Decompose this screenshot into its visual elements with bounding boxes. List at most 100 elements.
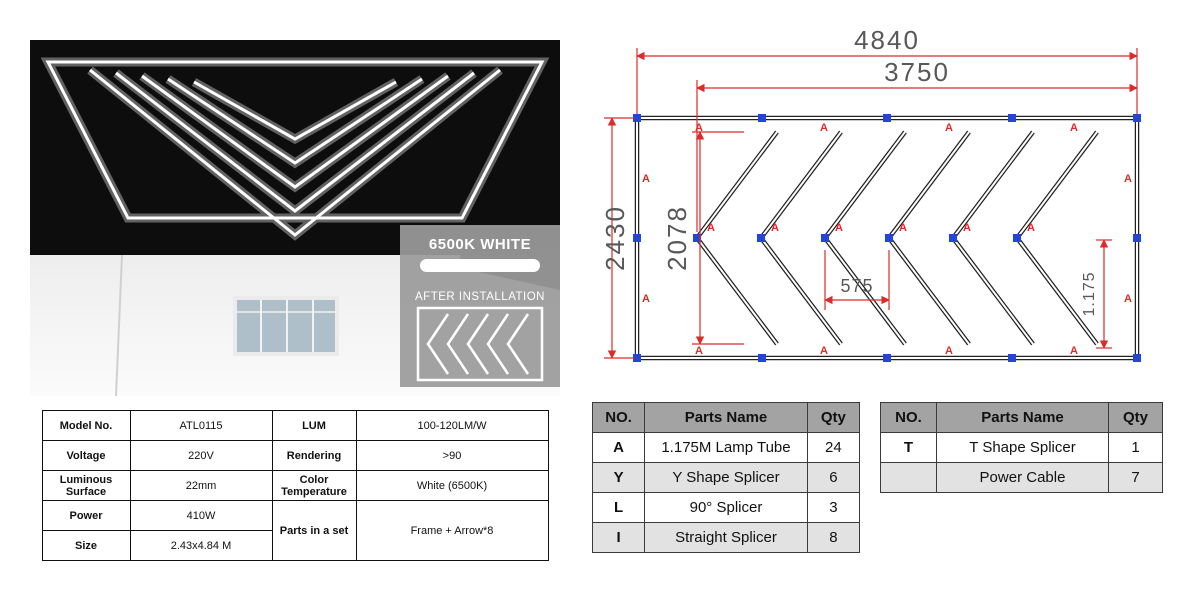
part-label-a: A — [642, 293, 650, 305]
part-label-a: A — [771, 222, 779, 234]
parts-row: Power Cable 7 — [880, 462, 1163, 493]
led-light-glow — [40, 57, 550, 241]
part-name: Power Cable — [936, 462, 1109, 493]
part-no: Y — [591, 462, 646, 493]
part-name: 1.175M Lamp Tube — [644, 432, 808, 463]
spec-value: 22mm — [129, 470, 273, 501]
part-qty: 3 — [806, 492, 861, 523]
part-qty: 8 — [806, 522, 861, 553]
parts-row: A 1.175M Lamp Tube 24 — [591, 432, 861, 463]
part-label-a: A — [1070, 122, 1078, 134]
spec-label: Model No. — [41, 410, 131, 441]
spec-value: 410W — [129, 500, 273, 531]
parts-row: L 90° Splicer 3 — [591, 492, 861, 523]
col-header-parts-name: Parts Name — [644, 402, 808, 433]
spec-value: ATL0115 — [129, 410, 273, 441]
part-label-a: A — [1124, 173, 1132, 185]
part-name: Straight Splicer — [644, 522, 808, 553]
part-label-a: A — [707, 222, 715, 234]
dimension-lines — [604, 48, 1138, 359]
info-overlay: 6500K WHITE AFTER INSTALLATION — [400, 225, 560, 387]
spec-row: Size 2.43x4.84 M — [41, 530, 548, 561]
part-label-a: A — [899, 222, 907, 234]
part-label-a: A — [1027, 222, 1035, 234]
part-label-a: A — [835, 222, 843, 234]
spec-value: White (6500K) — [355, 470, 549, 501]
part-label-a: A — [945, 345, 953, 357]
chevron-pattern-icon — [426, 313, 530, 375]
parts-row: I Straight Splicer 8 — [591, 522, 861, 553]
part-label-a: A — [945, 122, 953, 134]
dimension-diagram: 4840 3750 2430 2078 575 1.175 A A A A A … — [592, 18, 1168, 392]
part-no: L — [591, 492, 646, 523]
part-label-a: A — [1070, 345, 1078, 357]
parts-header-row: NO. Parts Name Qty — [880, 402, 1163, 433]
cad-drawing: 4840 3750 2430 2078 575 1.175 A A A A A … — [600, 25, 1141, 362]
dim-575-label: 575 — [840, 276, 873, 296]
part-label-a: A — [963, 222, 971, 234]
part-label-a: A — [642, 173, 650, 185]
spec-label: Size — [41, 530, 131, 561]
dim-3750-label: 3750 — [884, 57, 950, 87]
dim-1175-label: 1.175 — [1081, 271, 1098, 316]
chevron-pattern-box — [416, 306, 544, 382]
parts-row: T T Shape Splicer 1 — [880, 432, 1163, 463]
part-label-a: A — [820, 345, 828, 357]
dim-4840-label: 4840 — [854, 25, 920, 55]
parts-table-main: NO. Parts Name Qty A 1.175M Lamp Tube 24… — [591, 402, 861, 553]
part-name: 90° Splicer — [644, 492, 808, 523]
part-no: T — [880, 432, 937, 463]
spec-value: >90 — [355, 440, 549, 471]
dim-2430-label: 2430 — [600, 205, 630, 271]
product-photo: 6500K WHITE AFTER INSTALLATION — [30, 40, 560, 396]
part-no — [880, 462, 937, 493]
col-header-qty: Qty — [806, 402, 861, 433]
splicer-connectors — [633, 114, 1141, 362]
spec-table: Model No. ATL0115 LUM 100-120LM/W Voltag… — [41, 410, 549, 561]
spec-label: Power — [41, 500, 131, 531]
product-panel: 6500K WHITE AFTER INSTALLATION Model No.… — [30, 40, 560, 574]
part-name: Y Shape Splicer — [644, 462, 808, 493]
window — [233, 296, 339, 356]
part-name: T Shape Splicer — [936, 432, 1109, 463]
part-label-a: A — [695, 122, 703, 134]
led-light-lines — [45, 60, 545, 237]
part-qty: 6 — [806, 462, 861, 493]
part-no: I — [591, 522, 646, 553]
after-installation-label: AFTER INSTALLATION — [415, 291, 545, 303]
spec-label: LUM — [271, 410, 357, 441]
spec-value: 100-120LM/W — [355, 410, 549, 441]
col-header-qty: Qty — [1108, 402, 1163, 433]
part-qty: 7 — [1108, 462, 1163, 493]
spec-row: Luminous Surface 22mm Color Temperature … — [41, 470, 549, 501]
wall-corner — [115, 254, 123, 396]
spec-row: Power 410W Parts in a set Frame + Arrow*… — [41, 500, 549, 561]
spec-row: Voltage 220V Rendering >90 — [41, 440, 549, 471]
part-qty: 1 — [1108, 432, 1163, 463]
parts-table-secondary: NO. Parts Name Qty T T Shape Splicer 1 P… — [880, 402, 1163, 493]
tube-part-labels: A A A A A A A A A A A A A A A A A A — [642, 122, 1132, 357]
spec-label: Luminous Surface — [41, 470, 131, 501]
spec-label: Color Temperature — [271, 470, 357, 501]
part-qty: 24 — [806, 432, 861, 463]
spec-row: Model No. ATL0115 LUM 100-120LM/W — [41, 410, 549, 441]
col-header-parts-name: Parts Name — [936, 402, 1109, 433]
parts-row: Y Y Shape Splicer 6 — [591, 462, 861, 493]
part-no: A — [591, 432, 646, 463]
spec-value: 220V — [129, 440, 273, 471]
dim-2078-label: 2078 — [662, 205, 692, 271]
spec-label: Voltage — [41, 440, 131, 471]
part-label-a: A — [1124, 293, 1132, 305]
part-label-a: A — [695, 345, 703, 357]
spec-label: Parts in a set — [271, 500, 357, 561]
col-header-no: NO. — [880, 402, 937, 433]
parts-header-row: NO. Parts Name Qty — [591, 402, 861, 433]
part-label-a: A — [820, 122, 828, 134]
spec-value: Frame + Arrow*8 — [355, 500, 549, 561]
spec-value: 2.43x4.84 M — [129, 530, 273, 561]
col-header-no: NO. — [591, 402, 646, 433]
lamp-tube-sample — [420, 259, 540, 272]
ceiling — [30, 40, 560, 255]
color-temp-badge: 6500K WHITE — [429, 236, 531, 253]
spec-label: Rendering — [271, 440, 357, 471]
